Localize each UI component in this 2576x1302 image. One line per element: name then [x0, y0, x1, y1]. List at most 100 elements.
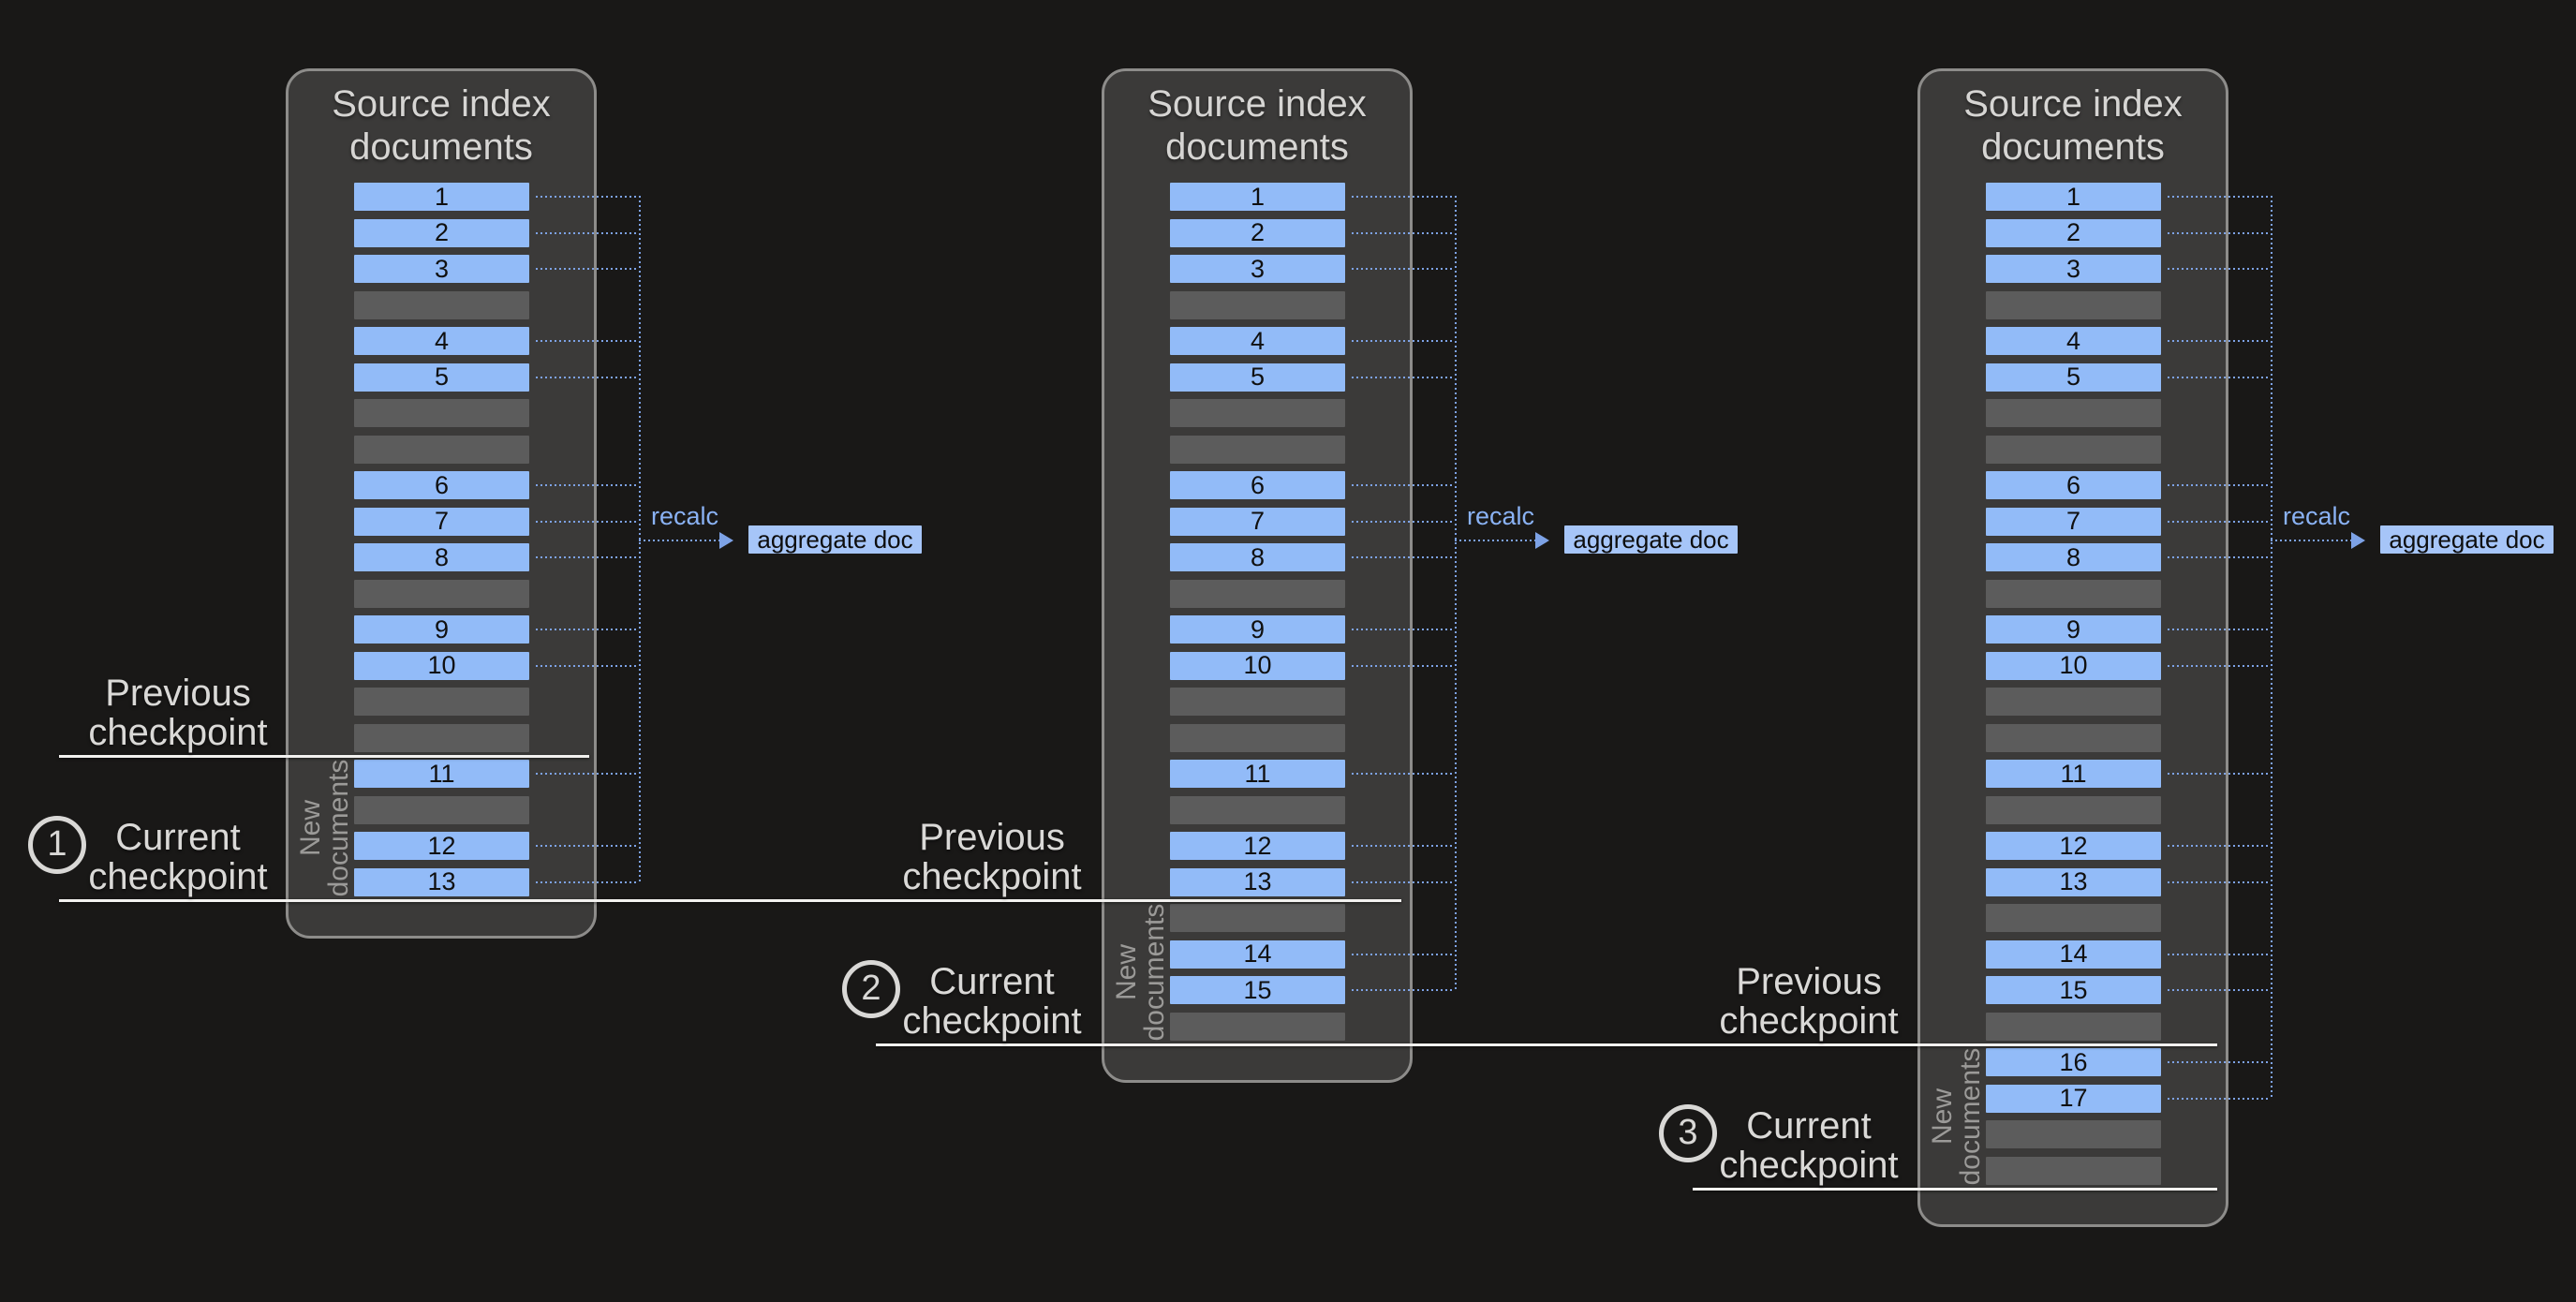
- empty-row: [354, 399, 529, 427]
- doc-link-dotted-line: [2168, 376, 2271, 378]
- doc-link-dotted-line: [2168, 845, 2271, 847]
- document-number: 7: [2065, 507, 2081, 535]
- panel-title-line2: documents: [1981, 126, 2165, 168]
- doc-link-dotted-line: [1352, 664, 1455, 667]
- empty-row: [1170, 1012, 1345, 1041]
- empty-row: [1986, 904, 2161, 932]
- aggregate-doc-box: aggregate doc: [1564, 525, 1738, 554]
- panel-title-line2: documents: [1165, 126, 1349, 168]
- document-number: 4: [1250, 326, 1266, 355]
- document-number: 8: [2065, 542, 2081, 571]
- doc-link-dotted-line: [2168, 773, 2271, 775]
- current-checkpoint-line2: checkpoint: [1719, 1144, 1899, 1186]
- document-number: 5: [434, 362, 450, 391]
- previous-checkpoint-line1: Previous: [105, 672, 251, 714]
- doc-link-dotted-line: [2168, 1097, 2271, 1100]
- empty-row: [354, 795, 529, 824]
- empty-row: [1986, 579, 2161, 608]
- document-row: 10: [354, 651, 529, 680]
- doc-link-dotted-line: [2168, 556, 2271, 558]
- document-number: 12: [427, 831, 456, 860]
- doc-link-dotted-line: [2168, 629, 2271, 630]
- document-number: 3: [1250, 254, 1266, 283]
- doc-link-dotted-line: [1352, 376, 1455, 378]
- arrow-head-icon: [2351, 532, 2365, 549]
- panel-title-line1: Source index: [1147, 83, 1367, 125]
- doc-link-dotted-line: [1352, 773, 1455, 775]
- document-row: 1: [354, 183, 529, 211]
- document-number: 11: [2060, 759, 2087, 788]
- empty-row: [1986, 1012, 2161, 1041]
- doc-link-dotted-line: [2168, 520, 2271, 523]
- document-number: 8: [1250, 542, 1266, 571]
- document-number: 10: [1243, 651, 1272, 679]
- empty-row: [1986, 435, 2161, 464]
- empty-row: [354, 723, 529, 752]
- document-number: 5: [1250, 362, 1266, 391]
- checkpoint-number-badge: 2: [842, 959, 900, 1018]
- checkpoint-line: [59, 898, 1401, 902]
- bracket-line: [2271, 196, 2273, 1100]
- document-number: 10: [2059, 651, 2088, 679]
- source-index-panel: [286, 68, 597, 939]
- recalc-arrow: [2271, 540, 2351, 541]
- document-row: 11: [354, 760, 529, 788]
- document-number: 17: [2059, 1084, 2088, 1112]
- doc-link-dotted-line: [1352, 268, 1455, 270]
- document-number: 2: [2065, 218, 2081, 246]
- empty-row: [1170, 723, 1345, 752]
- document-row: 13: [354, 867, 529, 896]
- doc-link-dotted-line: [536, 845, 639, 847]
- doc-link-dotted-line: [1352, 845, 1455, 847]
- checkpoint-number-badge: 3: [1659, 1103, 1717, 1162]
- document-row: 1: [1170, 183, 1345, 211]
- document-number: 13: [2059, 867, 2088, 895]
- document-row: 9: [354, 615, 529, 644]
- current-checkpoint-line1: Current: [929, 960, 1055, 1002]
- document-row: 3: [1986, 255, 2161, 283]
- current-checkpoint-line2: checkpoint: [88, 855, 268, 897]
- document-row: 5: [1170, 362, 1345, 392]
- doc-link-dotted-line: [2168, 880, 2271, 883]
- document-number: 4: [2065, 326, 2081, 355]
- doc-link-dotted-line: [2168, 664, 2271, 667]
- document-row: 1: [1986, 183, 2161, 211]
- document-row: 16: [1986, 1048, 2161, 1076]
- document-number: 9: [1250, 614, 1266, 644]
- document-row: 17: [1986, 1084, 2161, 1113]
- empty-row: [354, 290, 529, 319]
- empty-row: [1986, 399, 2161, 427]
- previous-checkpoint-line2: checkpoint: [88, 711, 268, 753]
- doc-link-dotted-line: [536, 520, 639, 523]
- doc-link-dotted-line: [1352, 231, 1455, 234]
- doc-link-dotted-line: [1352, 953, 1455, 955]
- empty-row: [354, 688, 529, 716]
- empty-row: [1986, 795, 2161, 824]
- document-row: 10: [1170, 651, 1345, 680]
- bracket-line: [639, 196, 641, 883]
- document-row: 9: [1170, 615, 1345, 644]
- document-row: 7: [1986, 507, 2161, 536]
- empty-row: [354, 435, 529, 464]
- recalc-label: recalc: [1467, 502, 1535, 530]
- recalc-label: recalc: [2283, 502, 2351, 530]
- doc-link-dotted-line: [2168, 340, 2271, 342]
- document-row: 2: [1170, 218, 1345, 247]
- document-number: 11: [428, 759, 455, 788]
- document-number: 14: [2059, 940, 2088, 968]
- document-number: 3: [2065, 254, 2081, 283]
- doc-link-dotted-line: [536, 880, 639, 883]
- checkpoint-line: [1693, 1187, 2217, 1191]
- current-checkpoint-line1: Current: [1746, 1104, 1872, 1147]
- document-number: 12: [1243, 831, 1272, 860]
- document-number: 5: [2065, 362, 2081, 391]
- document-row: 14: [1170, 940, 1345, 969]
- aggregate-doc-box: aggregate doc: [748, 525, 922, 554]
- empty-row: [1986, 1120, 2161, 1148]
- document-number: 1: [1250, 182, 1266, 211]
- doc-link-dotted-line: [536, 340, 639, 342]
- empty-row: [1986, 688, 2161, 716]
